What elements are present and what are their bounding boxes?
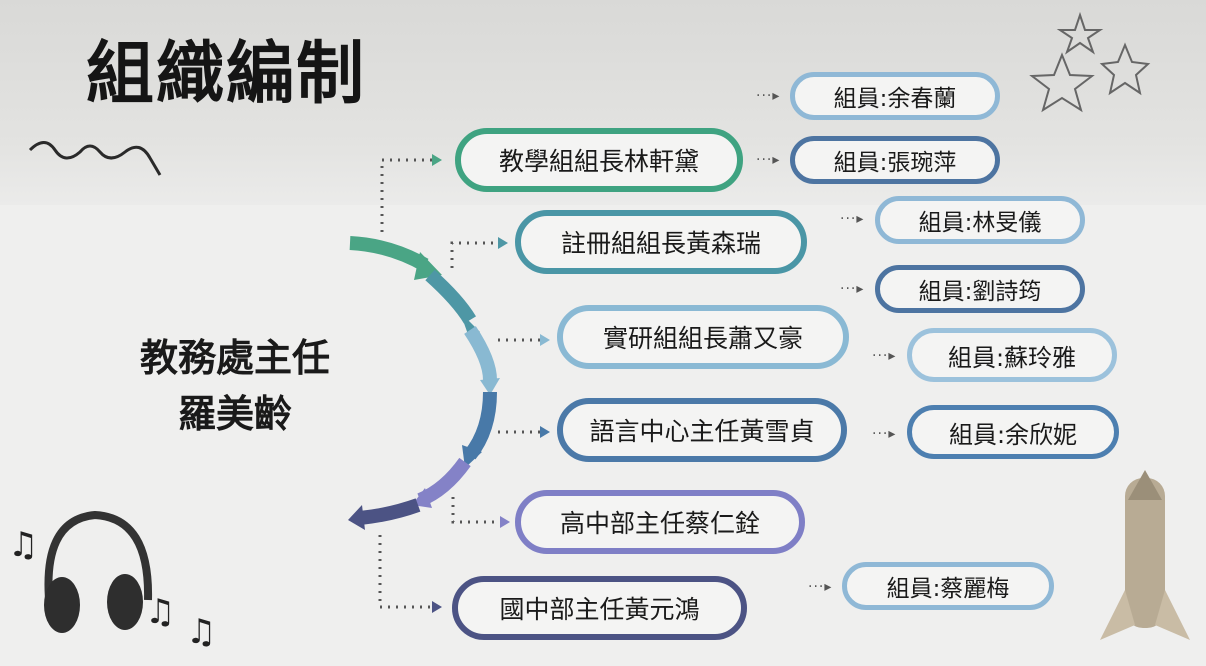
headphones-icon bbox=[44, 510, 153, 633]
member-box: 組員:蘇玲雅 bbox=[907, 328, 1117, 382]
arc-arrowhead bbox=[348, 505, 365, 530]
leader-box-registration: 註冊組組長黃森瑞 bbox=[515, 210, 807, 274]
leader-box-language-center: 語言中心主任黃雪貞 bbox=[557, 398, 847, 462]
member-connector: ···▸ bbox=[808, 579, 833, 595]
director-label: 教務處主任 羅美齡 bbox=[110, 330, 360, 442]
arc-segment-navy bbox=[359, 498, 421, 525]
arc-segment-green bbox=[349, 236, 429, 272]
connector-arrowhead bbox=[432, 601, 442, 613]
member-connector: ···▸ bbox=[756, 88, 781, 104]
leader-box-junior-high: 國中部主任黃元鴻 bbox=[452, 576, 747, 640]
member-box: 組員:蔡麗梅 bbox=[842, 562, 1054, 610]
member-box: 組員:余欣妮 bbox=[907, 405, 1119, 459]
music-note-icon: ♫ bbox=[8, 525, 40, 565]
member-connector: ···▸ bbox=[840, 211, 865, 227]
connector-arrowhead bbox=[540, 426, 550, 438]
connector-arrowhead bbox=[500, 516, 510, 528]
dotted-connector bbox=[450, 241, 498, 268]
connector-arrowhead bbox=[540, 334, 550, 346]
arc-arrowhead bbox=[462, 445, 482, 468]
star-icon bbox=[1056, 11, 1104, 55]
member-box: 組員:劉詩筠 bbox=[875, 265, 1085, 313]
member-box: 組員:余春蘭 bbox=[790, 72, 1000, 120]
music-note-icon: ♫ bbox=[186, 612, 218, 652]
member-box: 組員:林旻儀 bbox=[875, 196, 1085, 244]
connector-arrowhead bbox=[432, 154, 442, 166]
leader-box-senior-high: 高中部主任蔡仁銓 bbox=[515, 490, 805, 554]
music-note-icon: ♫ bbox=[145, 592, 177, 632]
squiggle-decoration bbox=[28, 141, 162, 176]
arc-segment-teal bbox=[425, 269, 477, 324]
leader-box-teaching: 教學組組長林軒黛 bbox=[455, 128, 743, 192]
arc-segment-light bbox=[464, 326, 497, 381]
member-connector: ···▸ bbox=[872, 426, 897, 442]
dotted-connector bbox=[451, 497, 500, 524]
director-position: 教務處主任 bbox=[139, 336, 330, 380]
member-connector: ···▸ bbox=[756, 152, 781, 168]
member-connector: ···▸ bbox=[872, 348, 897, 364]
dotted-connector bbox=[380, 158, 432, 232]
member-connector: ···▸ bbox=[840, 281, 865, 297]
dotted-connector bbox=[378, 535, 432, 609]
leader-box-research: 實研組組長蕭又豪 bbox=[557, 305, 849, 369]
director-name: 羅美齡 bbox=[177, 392, 292, 436]
star-icon bbox=[1029, 52, 1095, 113]
star-icon bbox=[1099, 42, 1151, 96]
space-shuttle-icon bbox=[1100, 470, 1190, 640]
page-title: 組織編制 bbox=[86, 35, 367, 114]
member-box: 組員:張琬萍 bbox=[790, 136, 1000, 184]
connector-arrowhead bbox=[498, 237, 508, 249]
arc-segment-blue bbox=[464, 391, 497, 460]
arc-arrowhead bbox=[480, 378, 500, 395]
